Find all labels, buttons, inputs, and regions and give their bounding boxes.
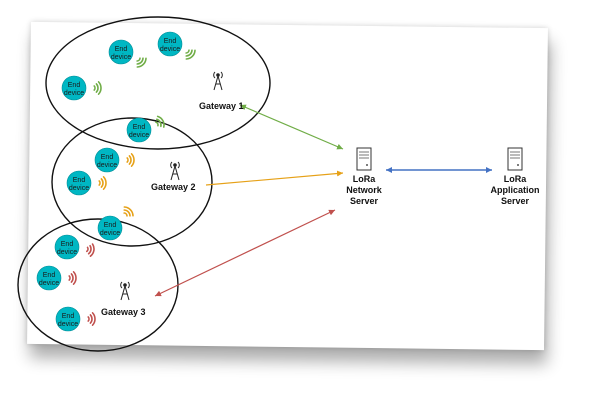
end-device-node: [61, 75, 87, 101]
end-device-node: [55, 306, 81, 332]
end-device-label: device: [57, 249, 77, 256]
end-device-label: End: [73, 177, 86, 184]
end-device-label: End: [101, 154, 114, 161]
end-device-label: device: [100, 230, 120, 237]
antenna-tower-icon: [213, 71, 223, 91]
end-device-label: device: [64, 90, 84, 97]
wifi-signal-arcs-icon: [98, 176, 107, 190]
end-device-label: device: [160, 46, 180, 53]
wifi-signal-arcs-icon: [126, 153, 135, 167]
end-device-node: [54, 234, 80, 260]
end-device-node: [36, 265, 62, 291]
gateway-3-label: Gateway 3: [101, 307, 146, 317]
wifi-signal-arcs-icon: [93, 81, 102, 95]
end-device-label: device: [58, 321, 78, 328]
end-device-label: End: [43, 272, 56, 279]
gateway-1-link: [239, 104, 344, 150]
application-server: LoRa Application Server: [491, 147, 540, 206]
end-device-node: [94, 147, 120, 173]
wifi-signal-arcs-icon: [185, 49, 196, 60]
wifi-signal-arcs-icon: [86, 243, 95, 257]
end-device-label: device: [39, 280, 59, 287]
end-device-node: [157, 31, 183, 57]
wifi-signal-arcs-icon: [136, 57, 147, 68]
end-device-label: End: [62, 313, 75, 320]
end-device-label: End: [104, 222, 117, 229]
network-server-label-2: Network: [346, 185, 383, 195]
end-device-label: End: [164, 38, 177, 45]
gateway-2-coverage: [51, 117, 213, 247]
wifi-signal-arcs-icon: [123, 206, 134, 217]
network-server-label-3: Server: [350, 196, 379, 206]
gateway-1: Gateway 1: [199, 71, 244, 111]
gateway-2-label: Gateway 2: [151, 182, 196, 192]
gateway-3: Gateway 3: [101, 281, 146, 317]
gateway-1-coverage: [45, 16, 271, 150]
end-device-label: device: [97, 162, 117, 169]
gateway-2: Gateway 2: [151, 161, 196, 192]
antenna-tower-icon: [170, 161, 180, 181]
network-server: LoRa Network Server: [346, 147, 383, 206]
application-server-label-3: Server: [501, 196, 530, 206]
network-server-label-1: LoRa: [353, 174, 376, 184]
end-device-label: device: [129, 132, 149, 139]
gateway-2-link: [205, 170, 344, 186]
application-server-label-1: LoRa: [504, 174, 527, 184]
end-device-label: End: [133, 124, 146, 131]
end-device-label: device: [111, 54, 131, 61]
end-devices: EnddeviceEnddeviceEnddeviceEnddeviceEndd…: [36, 31, 196, 332]
end-device-label: End: [115, 46, 128, 53]
gateway-3-link: [154, 209, 336, 297]
server-rack-icon: [507, 147, 523, 171]
end-device-label: End: [68, 82, 81, 89]
antenna-tower-icon: [120, 281, 130, 301]
wifi-signal-arcs-icon: [155, 115, 165, 128]
server-rack-icon: [356, 147, 372, 171]
end-device-node: [66, 170, 92, 196]
end-device-node: [126, 117, 152, 143]
wifi-signal-arcs-icon: [87, 312, 96, 326]
end-device-node: [108, 39, 134, 65]
application-server-label-2: Application: [491, 185, 540, 195]
end-device-node: [97, 215, 123, 241]
gateway-1-label: Gateway 1: [199, 101, 244, 111]
wifi-signal-arcs-icon: [68, 271, 77, 285]
end-device-label: End: [61, 241, 74, 248]
end-device-label: device: [69, 185, 89, 192]
